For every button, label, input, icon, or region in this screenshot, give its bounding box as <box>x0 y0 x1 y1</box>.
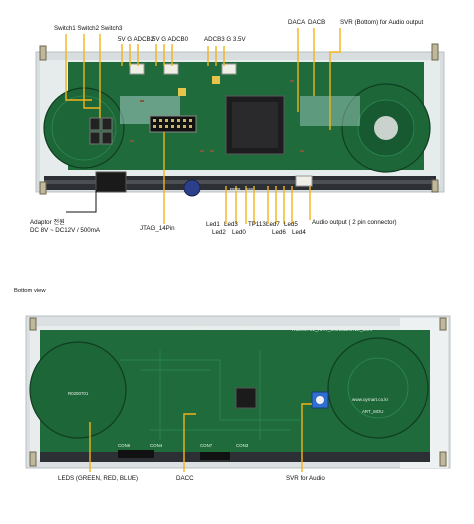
svr-audio-label: SVR for Audio <box>286 475 325 482</box>
board-id-silk: R0200701_ART_MOU&BONE_DEV <box>292 327 373 333</box>
sw-silk: SW <box>246 187 254 192</box>
con4-silk: CON4 <box>150 443 163 448</box>
right-disc-silk: ART_MOU <box>362 409 384 414</box>
adaptor-label-line2: DC 8V ~ DC12V / 500mA <box>30 227 100 234</box>
bottom-callouts <box>89 403 312 472</box>
con6-silk: CON6 <box>118 443 131 448</box>
pwr-silk: PWR <box>230 187 241 192</box>
adcb0-label: 5V G ADCB0 <box>152 36 189 43</box>
bottom-view-caption: Bottom view <box>14 288 46 294</box>
adcb3-label: ADCB3 G 3.5V <box>204 36 246 43</box>
led3-label: Led3 <box>224 221 238 228</box>
dacb-label: DACB <box>308 19 326 26</box>
website-silk: www.oymart.co.kr <box>352 397 389 402</box>
daca-label: DACA <box>288 19 306 26</box>
led6-label: Led6 <box>272 229 286 236</box>
adaptor-label-line1: Adaptor 전원 <box>30 219 65 226</box>
led4-label: Led4 <box>292 229 306 236</box>
bottom-board-photo <box>25 315 451 469</box>
con5-silk: CON5 <box>194 325 207 330</box>
led5-label: Led5 <box>284 221 298 228</box>
svr-bottom-label: SVR (Bottom) for Audio output <box>340 19 424 26</box>
dacc-label: DACC <box>176 475 194 482</box>
led7-label: Led7 <box>266 221 280 228</box>
top-board-photo <box>35 43 445 197</box>
tp-silk: TP(11) <box>236 325 250 330</box>
switch-labels: Switch1 Switch2 Switch3 <box>54 25 123 32</box>
adcb2-label: 5V G ADCB2 <box>118 36 155 43</box>
adaptor-callout <box>66 190 97 213</box>
left-disc-silk: R0200701 <box>68 391 89 396</box>
tp113-label: TP113 <box>248 221 266 228</box>
con3-silk: CON3 <box>236 443 249 448</box>
led1-label: Led1 <box>206 221 220 228</box>
leds-label: LEDS (GREEN, RED, BLUE) <box>58 475 139 482</box>
led0-label: Led0 <box>232 229 246 236</box>
led2-label: Led2 <box>212 229 226 236</box>
audio-output-label: Audio output ( 2 pin connector) <box>312 219 397 226</box>
top-callouts <box>65 28 341 224</box>
con7-silk: CON7 <box>200 443 213 448</box>
jtag-label: JTAG_14Pin <box>140 225 175 232</box>
